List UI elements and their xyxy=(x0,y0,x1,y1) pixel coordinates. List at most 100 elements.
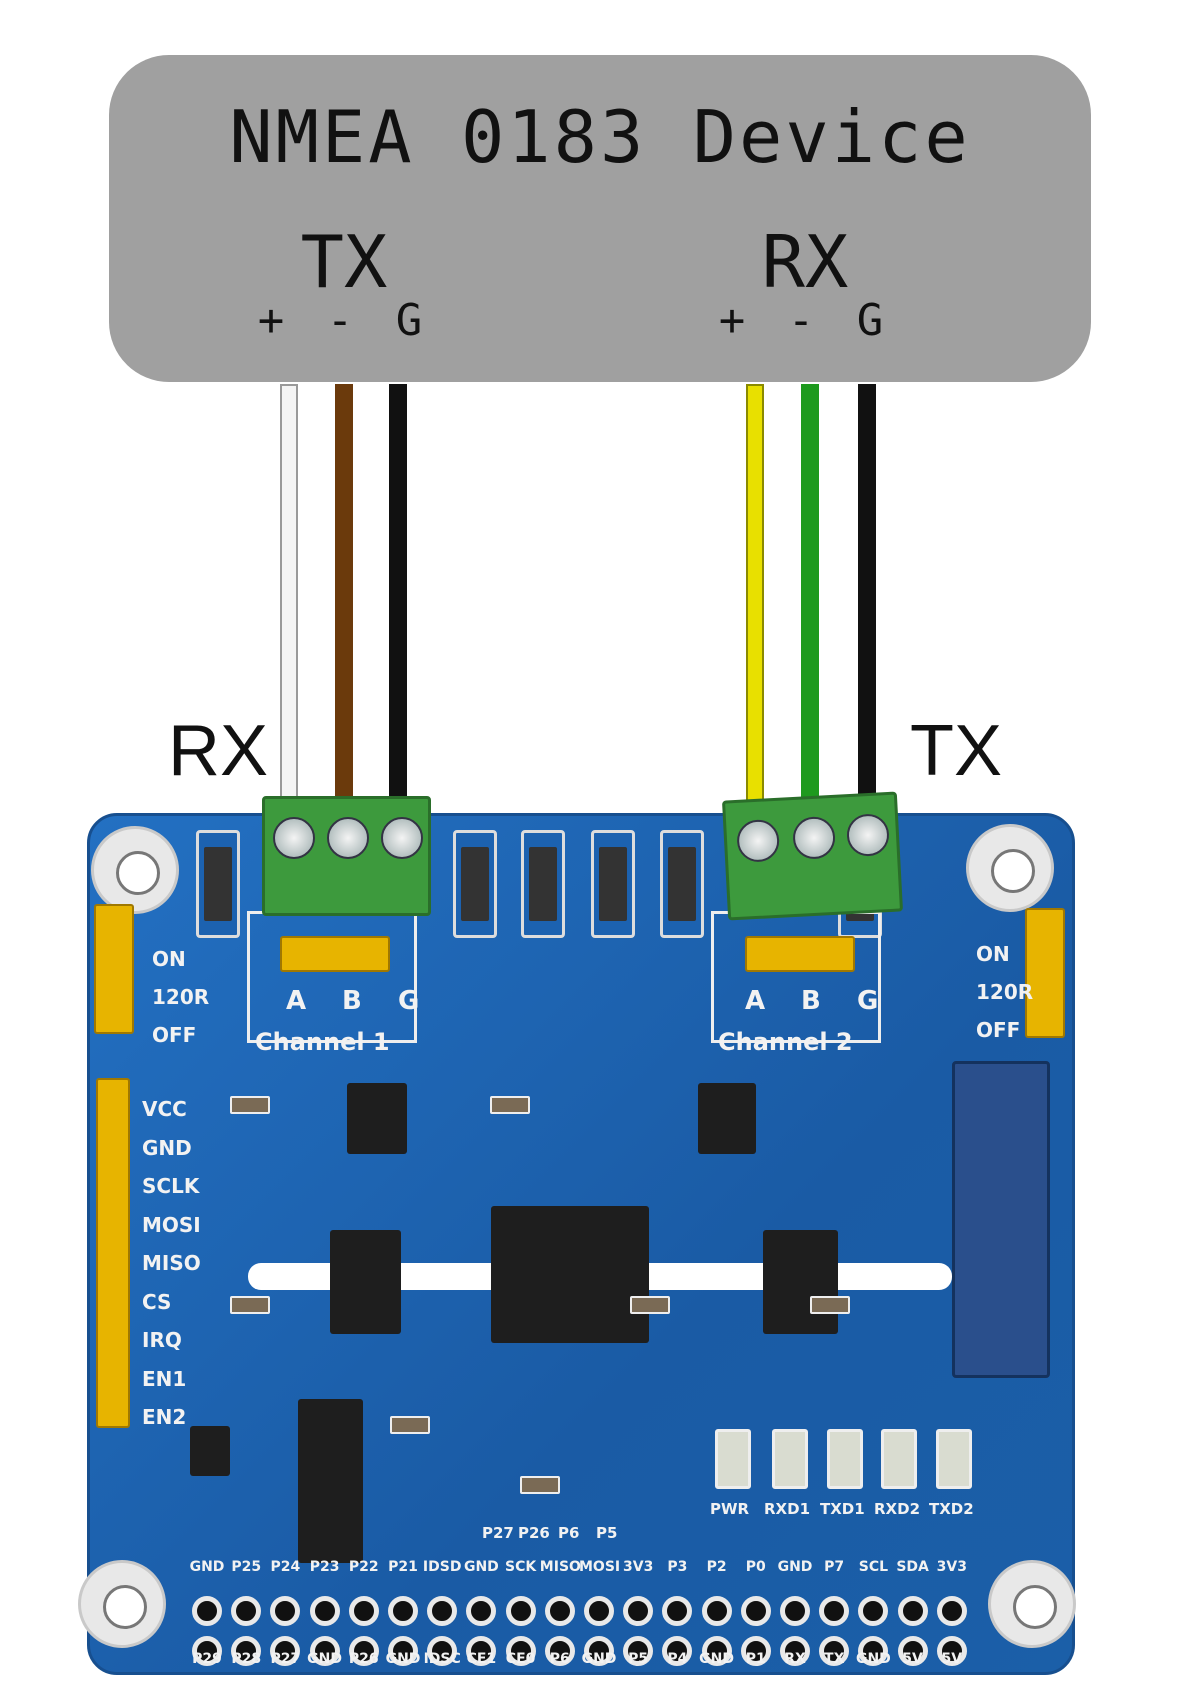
tvs-diode xyxy=(453,830,497,938)
gpio-pin[interactable] xyxy=(427,1636,458,1666)
gpio-pin[interactable] xyxy=(780,1636,810,1666)
led-label-txd1: TXD1 xyxy=(820,1500,865,1518)
gpio-label-top: P24 xyxy=(270,1559,301,1575)
pad-p6: P6 xyxy=(558,1524,580,1542)
gpio-pin[interactable] xyxy=(427,1596,458,1626)
gpio-pin[interactable] xyxy=(544,1636,575,1666)
gpio-pin[interactable] xyxy=(584,1636,614,1666)
gpio-label-top: SCL xyxy=(858,1559,889,1575)
jumper-left-on: ON xyxy=(152,947,186,971)
gpio-pin[interactable] xyxy=(309,1636,340,1666)
led-label-rxd1: RXD1 xyxy=(764,1500,811,1518)
gpio-label-bottom: TX xyxy=(824,1651,845,1667)
led-txd1 xyxy=(827,1429,863,1489)
wire-tx-minus xyxy=(335,384,353,804)
gpio-pin[interactable] xyxy=(623,1596,654,1626)
gpio-pin[interactable] xyxy=(388,1596,418,1626)
gpio-label-bottom: CE1 xyxy=(466,1651,497,1667)
gpio-pin[interactable] xyxy=(780,1596,810,1626)
gpio-pin[interactable] xyxy=(623,1636,654,1666)
gpio-pin[interactable] xyxy=(231,1596,262,1626)
channel1-terminal-block[interactable] xyxy=(262,796,431,916)
nmea-0183-device: NMEA 0183 Device TX + - G RX + - G xyxy=(109,55,1091,382)
gpio-pin[interactable] xyxy=(505,1636,536,1666)
gpio-pin[interactable] xyxy=(231,1636,262,1666)
gpio-pin[interactable] xyxy=(897,1596,928,1626)
gpio-pin[interactable] xyxy=(897,1636,928,1666)
screw-icon[interactable] xyxy=(327,817,369,859)
gpio-pin[interactable] xyxy=(192,1636,222,1666)
gpio-pin[interactable] xyxy=(662,1596,693,1626)
channel2-label: Channel 2 xyxy=(718,1028,853,1056)
gpio-label-bottom: P4 xyxy=(667,1651,688,1667)
gpio-pin[interactable] xyxy=(858,1596,889,1626)
gpio-pin[interactable] xyxy=(505,1596,536,1626)
gpio-pin[interactable] xyxy=(466,1596,497,1626)
jumper-right-off: OFF xyxy=(976,1018,1021,1042)
spi-mosi: MOSI xyxy=(142,1212,201,1237)
smd-resistor xyxy=(490,1096,530,1114)
wire-rx-ground xyxy=(858,384,876,804)
gpio-label-bottom: GND xyxy=(385,1651,421,1667)
gpio-pin[interactable] xyxy=(701,1636,732,1666)
gpio-label-top: SDA xyxy=(896,1559,929,1575)
gpio-label-bottom: P5 xyxy=(628,1651,649,1667)
pad-p26: P26 xyxy=(518,1524,550,1542)
spi-pin-labels: VCC GND SCLK MOSI MISO CS IRQ EN1 EN2 xyxy=(142,1090,201,1437)
jumper-left-off: OFF xyxy=(152,1023,197,1047)
tvs-diode xyxy=(591,830,635,938)
screw-icon[interactable] xyxy=(381,817,423,859)
gpio-pin[interactable] xyxy=(662,1636,693,1666)
gpio-pin[interactable] xyxy=(270,1636,301,1666)
gpio-label-top: MISO xyxy=(539,1559,581,1575)
gpio-pin[interactable] xyxy=(740,1596,771,1626)
pad-p27: P27 xyxy=(482,1524,514,1542)
gpio-pin[interactable] xyxy=(936,1636,967,1666)
termination-jumper-left[interactable] xyxy=(94,904,134,1034)
gpio-pin[interactable] xyxy=(348,1636,379,1666)
screw-icon[interactable] xyxy=(273,817,315,859)
regulator-chip xyxy=(190,1426,230,1476)
gpio-pin[interactable] xyxy=(701,1596,732,1626)
gpio-label-bottom: P29 xyxy=(192,1651,222,1667)
gpio-pin[interactable] xyxy=(819,1596,850,1626)
spi-miso: MISO xyxy=(142,1251,201,1275)
gpio-label-top: 3V3 xyxy=(936,1559,967,1575)
led-rxd2 xyxy=(881,1429,917,1489)
spi-irq: IRQ xyxy=(142,1328,182,1352)
gpio-label-top: GND xyxy=(189,1559,225,1575)
smd-resistor xyxy=(810,1296,850,1314)
led-rxd1 xyxy=(772,1429,808,1489)
device-title: NMEA 0183 Device xyxy=(229,95,971,179)
gpio-pin[interactable] xyxy=(858,1636,889,1666)
gpio-label-top: P7 xyxy=(824,1559,845,1575)
spi-en1: EN1 xyxy=(142,1366,187,1391)
gpio-label-bottom: P28 xyxy=(231,1651,262,1667)
tvs-diode xyxy=(521,830,565,938)
gpio-label-top: IDSD xyxy=(422,1559,462,1575)
termination-jumper-right[interactable] xyxy=(1025,908,1065,1038)
spi-uart-ic xyxy=(298,1399,363,1563)
smd-resistor xyxy=(230,1296,270,1314)
gpio-label-top: P21 xyxy=(388,1559,418,1575)
gpio-pin[interactable] xyxy=(348,1596,379,1626)
gpio-pin[interactable] xyxy=(936,1596,967,1626)
gpio-pin[interactable] xyxy=(270,1596,301,1626)
gpio-pin[interactable] xyxy=(584,1596,614,1626)
gpio-pin[interactable] xyxy=(819,1636,850,1666)
gpio-pin[interactable] xyxy=(740,1636,771,1666)
gpio-label-bottom: GND xyxy=(855,1651,891,1667)
gpio-pin[interactable] xyxy=(388,1636,418,1666)
gpio-pin[interactable] xyxy=(544,1596,575,1626)
gpio-pin[interactable] xyxy=(309,1596,340,1626)
gpio-pin[interactable] xyxy=(466,1636,497,1666)
gpio-label-bottom: P26 xyxy=(348,1651,379,1667)
wire-tx-plus xyxy=(280,384,298,804)
wire-tx-ground xyxy=(389,384,407,804)
pad-p5: P5 xyxy=(596,1524,618,1542)
gpio-pin[interactable] xyxy=(192,1596,222,1626)
ch1-pin-b: B xyxy=(342,986,362,1016)
smd-resistor xyxy=(520,1476,560,1494)
device-tx-polarity: + - G xyxy=(257,295,431,346)
